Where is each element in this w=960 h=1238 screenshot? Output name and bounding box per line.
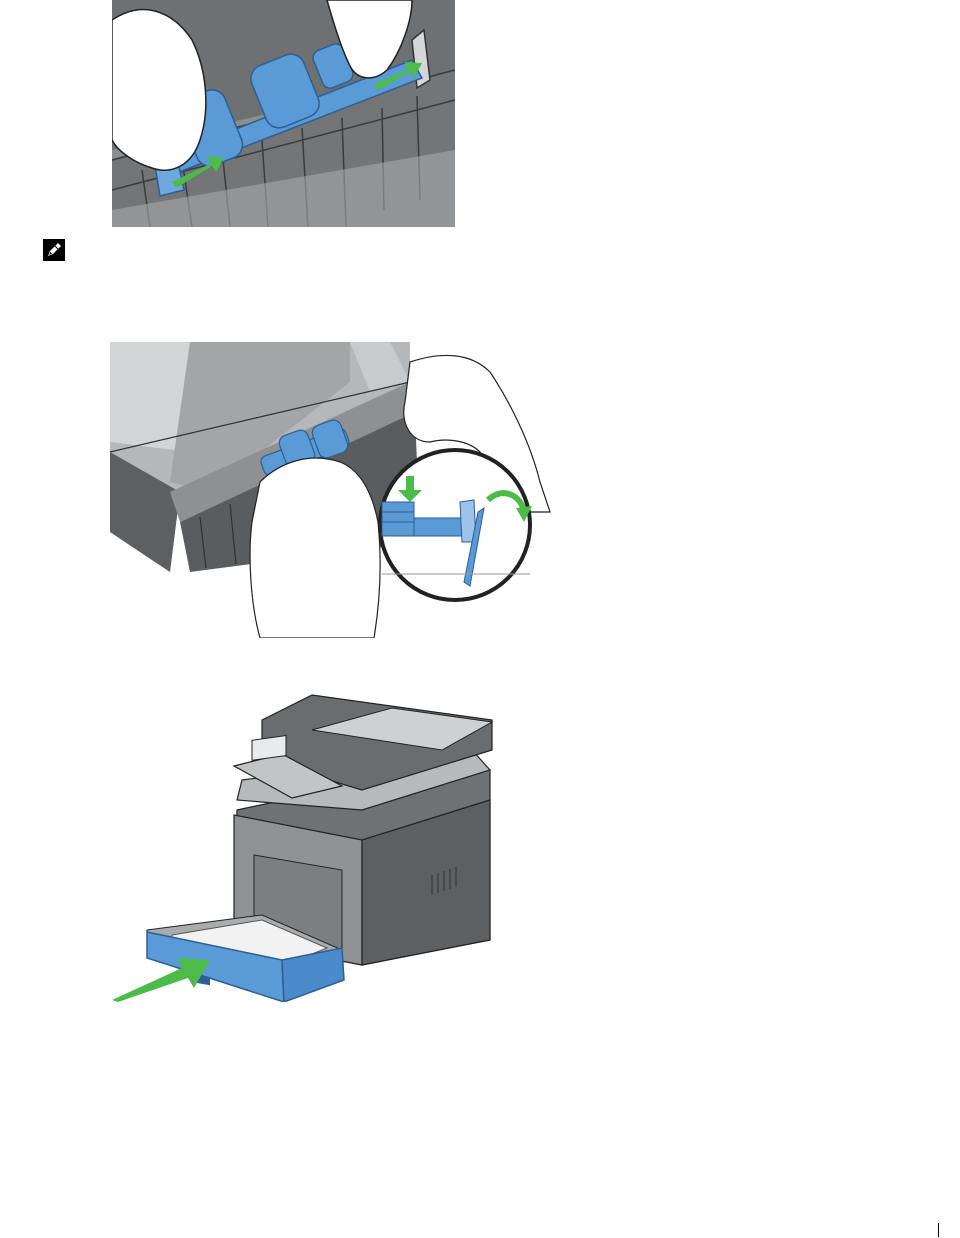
footer-rule: [938, 1223, 939, 1237]
note-pencil-icon: [42, 238, 66, 262]
tray-insert-figure: [112, 690, 494, 1002]
roller-lock-figure: [110, 342, 592, 638]
roller-install-figure: [112, 0, 455, 227]
